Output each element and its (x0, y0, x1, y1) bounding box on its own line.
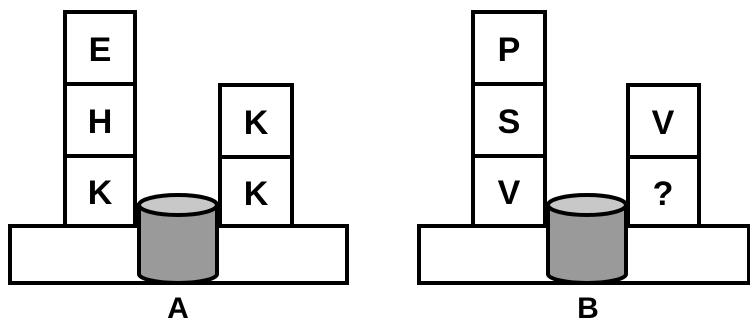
figure-b-left-box-3 (471, 154, 547, 228)
figure-a-left-letter-1: E (89, 31, 112, 69)
figure-a-right-stack: K K (218, 83, 294, 228)
figure-b-right-box-2 (626, 155, 701, 228)
figure-b-cylinder (546, 193, 628, 285)
figure-b-left-letter-1: P (498, 31, 521, 69)
figure-a: E H K K K A (8, 10, 349, 325)
figure-b-left-box-1 (471, 10, 547, 86)
figure-a-left-letter-2: H (88, 103, 113, 141)
figure-b: P S V V ? B (417, 10, 750, 325)
figure-a-right-letter-2: K (244, 175, 269, 213)
figure-b-label: B (577, 292, 599, 325)
figure-a-cylinder (137, 193, 219, 285)
figure-b-left-letter-3: V (498, 174, 521, 212)
figure-b-left-stack: P S V (471, 10, 547, 228)
figure-a-label: A (167, 292, 189, 325)
figure-b-right-stack: V ? (626, 83, 701, 228)
figure-a-left-letter-3: K (88, 174, 113, 212)
figure-b-left-letter-2: S (498, 103, 521, 141)
figure-a-left-stack: E H K (63, 10, 137, 228)
figure-b-right-letter-2: ? (653, 175, 674, 213)
figure-a-right-box-2 (218, 155, 294, 228)
figure-b-right-letter-1: V (652, 104, 675, 142)
figure-a-right-letter-1: K (244, 104, 269, 142)
figure-a-left-box-3 (63, 154, 137, 228)
